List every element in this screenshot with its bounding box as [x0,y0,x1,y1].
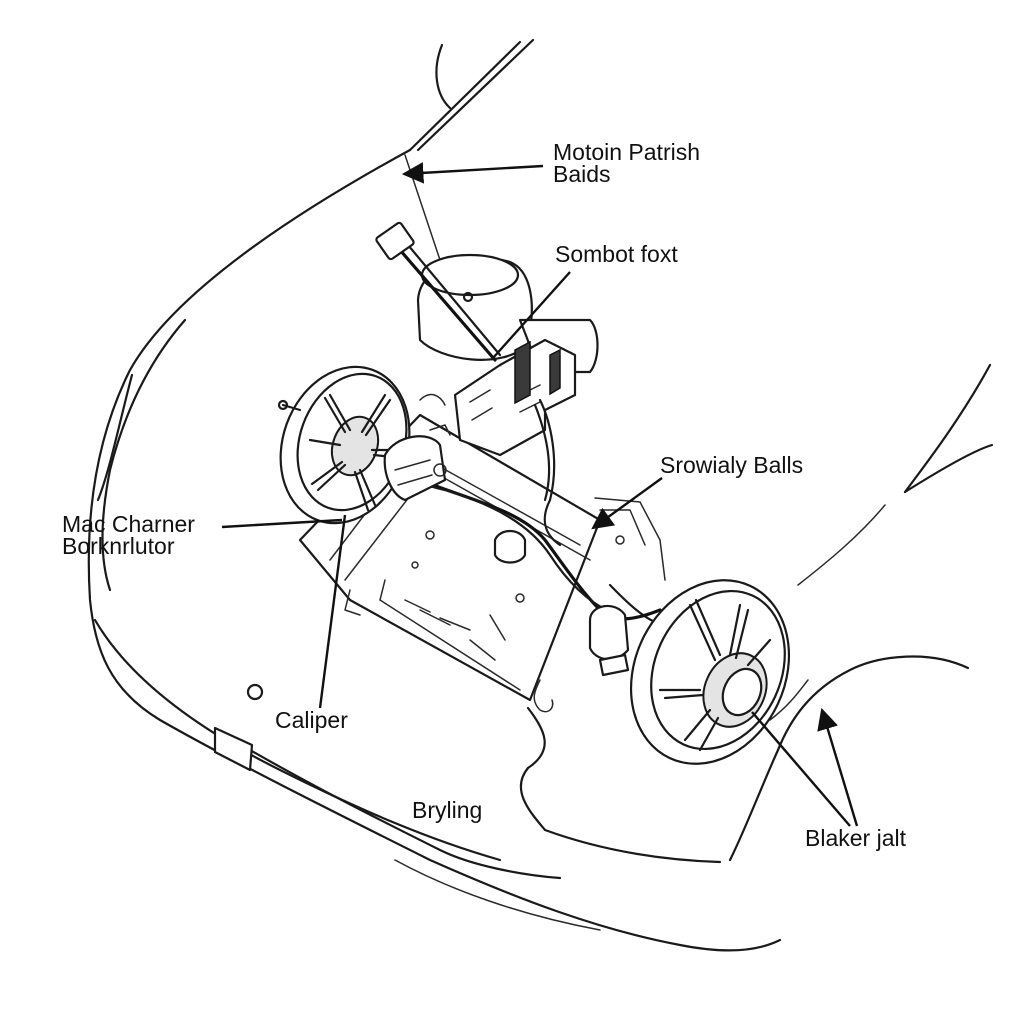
label-srowialy-balls: Srowialy Balls [660,452,803,478]
label-mac-charner-line2: Borknrlutor [62,533,175,559]
leader-sombot-foxt [492,271,571,359]
master-cylinder [375,221,599,457]
left-caliper-assembly [383,424,451,502]
leader-motion-patrish [401,162,544,184]
label-bryling: Bryling [412,797,482,823]
leader-blaker-jalt-b [817,707,859,827]
label-motion-patrish-line1: Motoin Patrish [553,139,700,165]
right-brake-rotor [588,579,791,765]
subframe [298,393,666,713]
label-caliper: Caliper [275,707,348,733]
label-sombot-foxt: Sombot foxt [555,241,678,267]
leader-lines [221,162,859,827]
label-mac-charner-line1: Mac Charner [62,511,195,537]
leader-srowialy-balls [591,477,663,530]
label-blaker-jalt: Blaker jalt [805,825,907,851]
leader-blaker-jalt-a [751,711,851,827]
car-body-outline [87,38,994,952]
left-brake-rotor [277,365,411,525]
leader-caliper [318,514,347,709]
leader-mac-charner [221,518,343,529]
label-motion-patrish-line2: Baids [553,161,611,187]
